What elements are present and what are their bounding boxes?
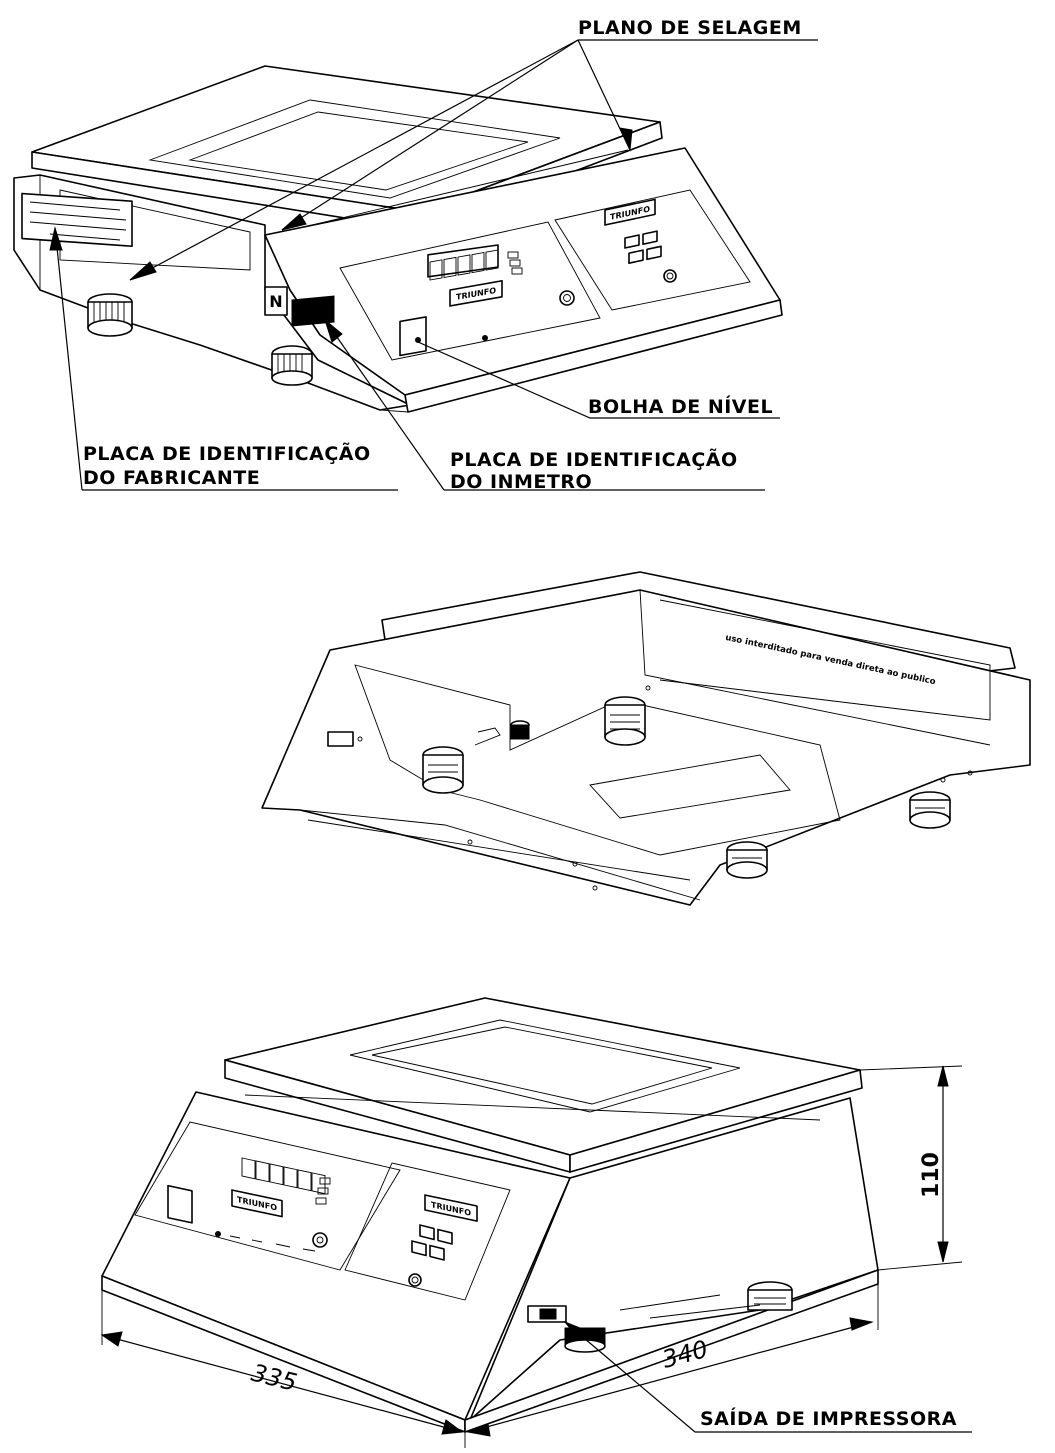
inmetro-plate — [291, 295, 335, 327]
dimension-height-label: 110 — [919, 1152, 944, 1198]
label-bolha-nivel: BOLHA DE NÍVEL — [588, 395, 773, 418]
base-underside — [261, 589, 1031, 906]
foot — [726, 841, 768, 879]
foot — [87, 293, 133, 337]
view-top-front: TRIUNFO TRIUNFO N — [13, 39, 818, 491]
label-placa-fabricante-line1: PLACA DE IDENTIFICAÇÃO — [83, 441, 371, 465]
inmetro-seal — [264, 286, 288, 316]
level-bubble — [399, 316, 427, 357]
foot — [909, 791, 951, 829]
foot — [604, 696, 646, 746]
manufacturer-plate — [21, 192, 133, 248]
foot — [564, 1327, 606, 1353]
view-bottom: uso interditado para venda direta ao pub… — [261, 571, 1031, 906]
foot — [271, 345, 313, 386]
label-placa-fabricante-line2: DO FABRICANTE — [83, 467, 260, 489]
label-plano-selagem: PLANO DE SELAGEM — [578, 17, 802, 39]
dimension-110: 110 — [859, 1065, 963, 1271]
printer-port-bottom — [327, 731, 354, 747]
foot — [422, 746, 464, 794]
label-placa-inmetro-line2: DO INMETRO — [450, 471, 592, 493]
label-placa-inmetro-line1: PLACA DE IDENTIFICAÇÃO — [450, 447, 738, 471]
dimension-340: 340 — [466, 1284, 879, 1437]
label-saida-impressora: SAÍDA DE IMPRESSORA — [700, 1407, 957, 1430]
svg-text:N: N — [269, 292, 282, 311]
view-front: TRIUNFO TRIUNFO — [100, 997, 972, 1448]
level-bubble-2 — [167, 1184, 193, 1224]
foot — [510, 720, 530, 740]
